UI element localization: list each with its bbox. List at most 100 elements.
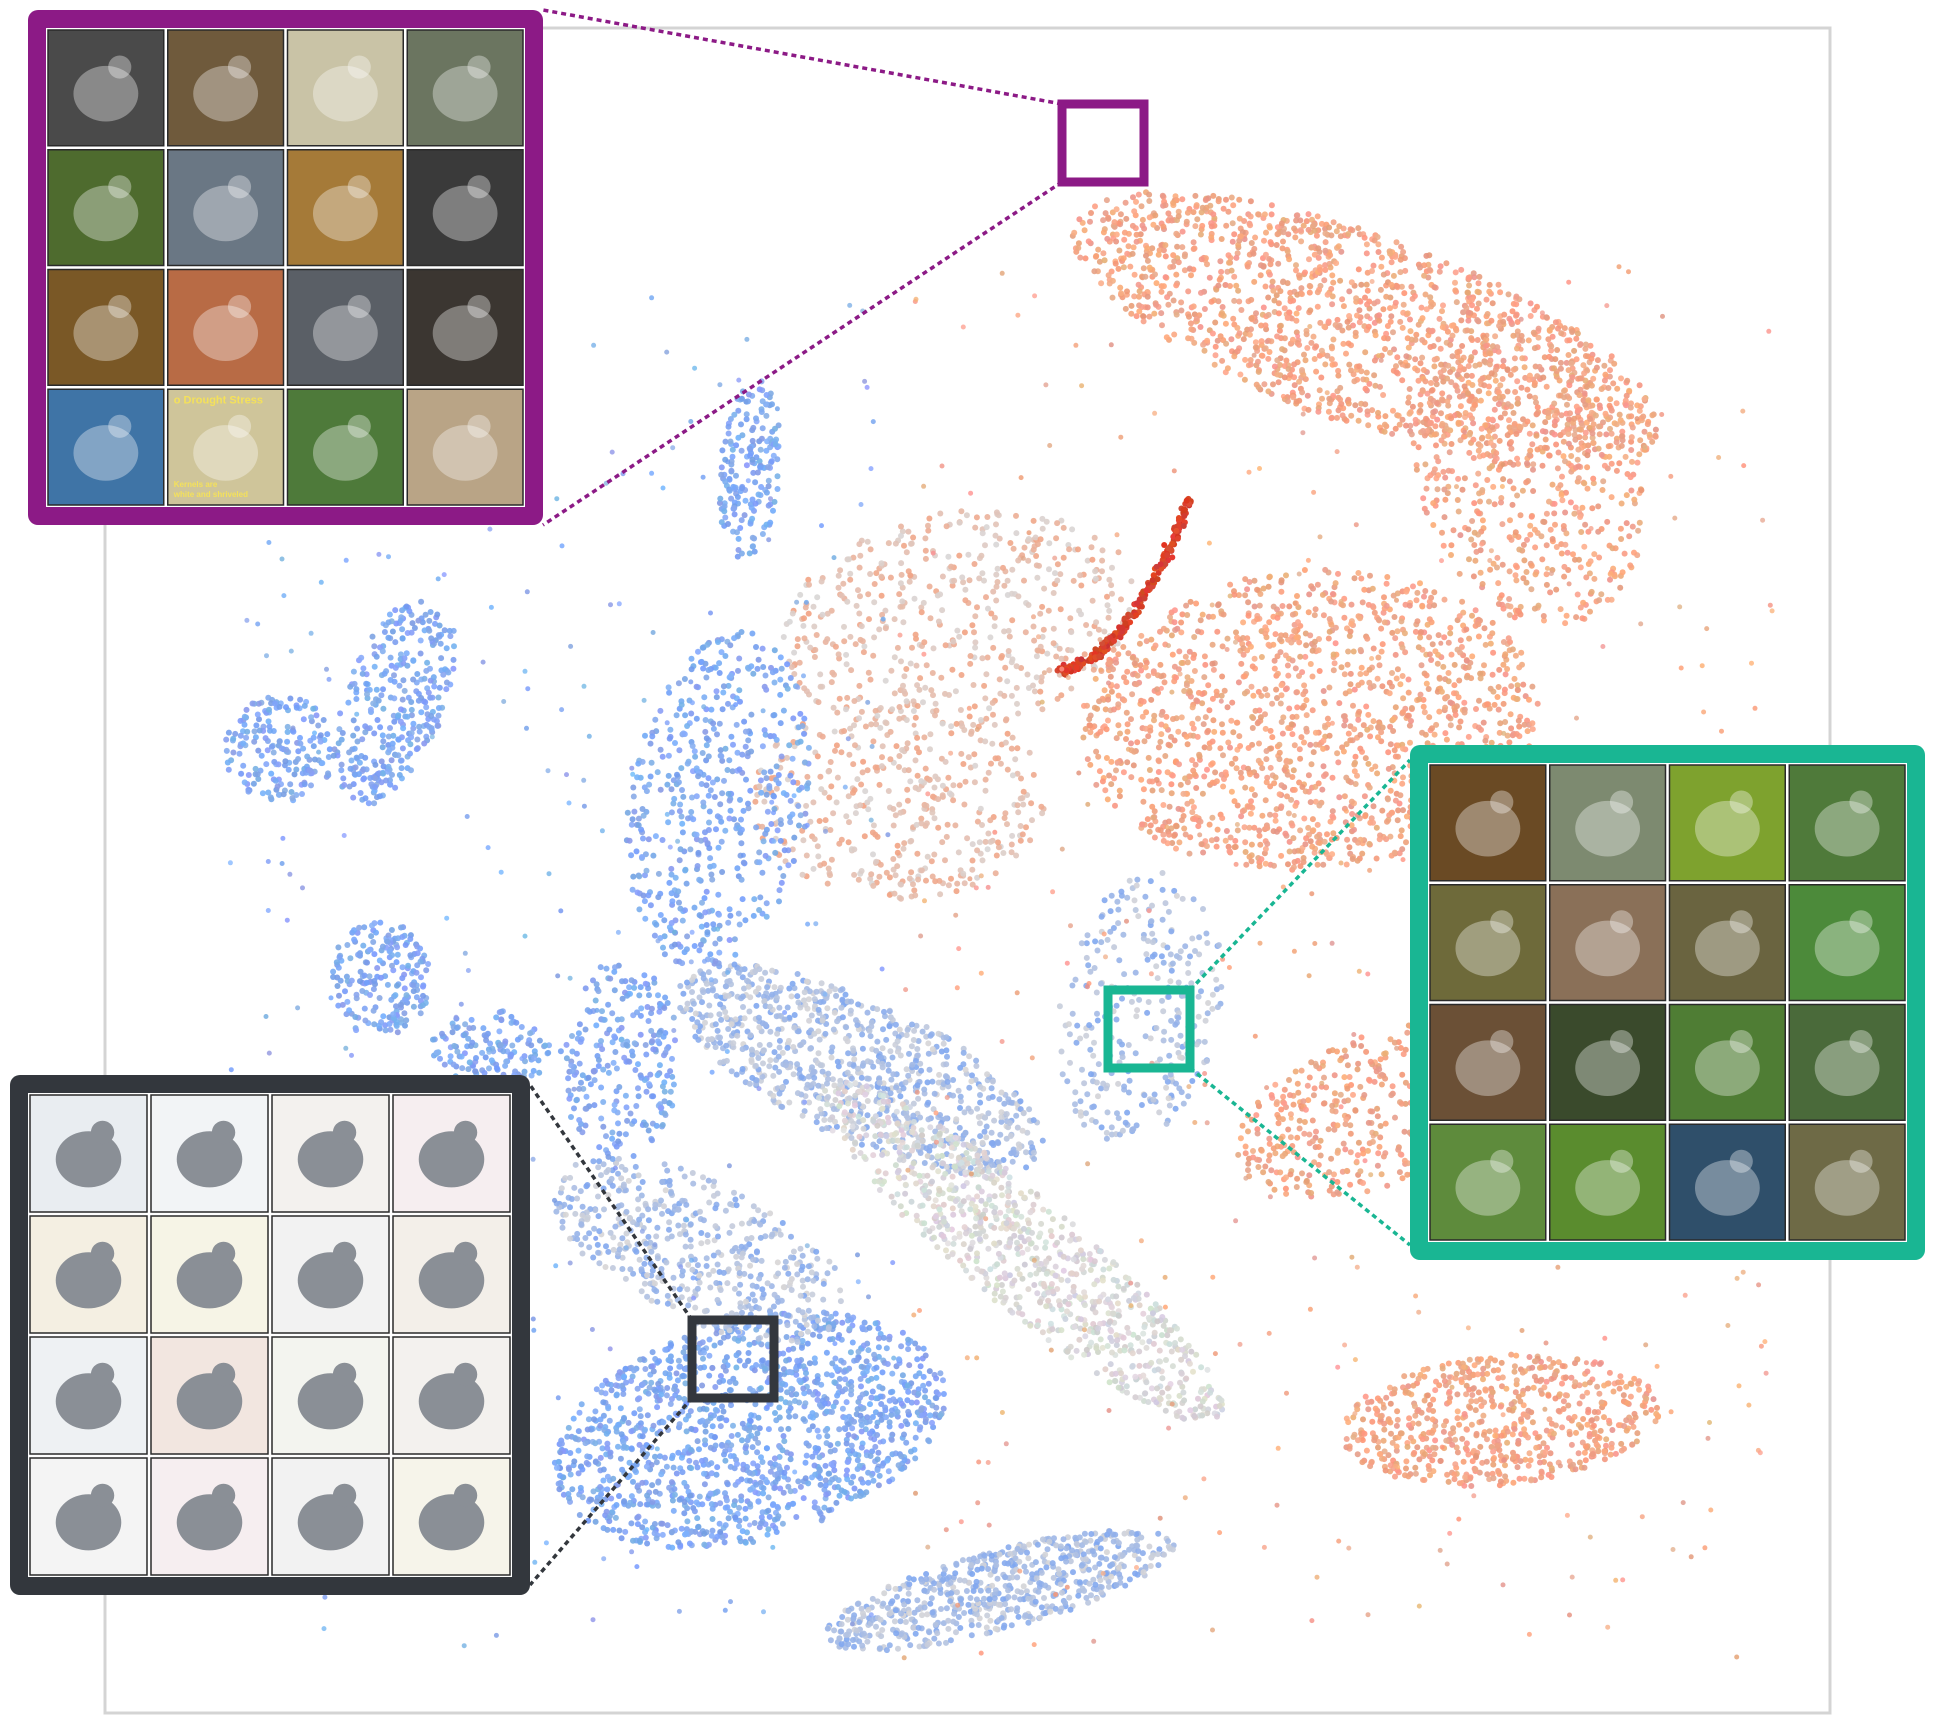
scatter-point — [1431, 363, 1438, 370]
scatter-point — [1468, 1398, 1475, 1405]
scatter-point — [1393, 675, 1400, 682]
scatter-point — [1357, 745, 1364, 752]
scatter-point — [989, 699, 996, 706]
scatter-point — [1348, 367, 1354, 374]
scatter-point — [1267, 811, 1273, 818]
scatter-point — [1439, 529, 1445, 536]
scatter-point — [1501, 686, 1508, 693]
scatter-point — [1378, 625, 1385, 632]
scatter-point — [1611, 360, 1618, 367]
scatter-point — [1176, 761, 1182, 768]
scatter-point — [1475, 447, 1482, 454]
scatter-point — [1517, 424, 1524, 430]
scatter-point — [1474, 317, 1481, 323]
scatter-point — [1325, 318, 1332, 325]
scatter-point — [1457, 637, 1464, 644]
scatter-point — [1350, 648, 1357, 655]
scatter-point — [1524, 418, 1531, 425]
scatter-point — [1466, 397, 1473, 404]
scatter-point — [1102, 787, 1109, 794]
scatter-point — [1239, 1122, 1246, 1129]
scatter-point — [1352, 329, 1359, 336]
scatter-point — [1582, 341, 1589, 348]
scatter-point — [1414, 589, 1421, 596]
scatter-point — [1433, 381, 1440, 388]
scatter-point — [1381, 619, 1388, 626]
scatter-point — [1435, 632, 1442, 639]
scatter-point — [1345, 340, 1352, 347]
scatter-point — [1319, 591, 1326, 598]
scatter-point — [1222, 837, 1229, 844]
scatter-point — [1536, 363, 1543, 370]
scatter-point — [1471, 542, 1478, 548]
scatter-point — [1466, 556, 1472, 563]
scatter-point — [1309, 1138, 1316, 1145]
scatter-point — [1352, 1107, 1359, 1114]
scatter-point — [1486, 465, 1493, 472]
scatter-point — [1298, 1067, 1305, 1074]
scatter-point — [994, 579, 1001, 585]
scatter-point — [1486, 1428, 1493, 1435]
scatter-point — [1110, 666, 1116, 673]
scatter-point — [1347, 681, 1354, 688]
scatter-point — [1445, 467, 1452, 474]
scatter-point — [958, 508, 965, 515]
scatter-point — [1292, 665, 1299, 672]
scatter-point — [1328, 285, 1335, 292]
scatter-point — [1366, 784, 1373, 791]
scatter-point — [1307, 632, 1314, 639]
scatter-point — [1507, 711, 1514, 718]
scatter-point — [1469, 612, 1475, 619]
scatter-point — [1021, 577, 1027, 584]
scatter-point — [1427, 294, 1434, 301]
scatter-point — [1408, 283, 1415, 290]
scatter-point — [814, 594, 821, 601]
scatter-point — [1054, 520, 1061, 527]
scatter-point — [1355, 716, 1362, 723]
scatter-point — [1106, 607, 1113, 614]
scatter-point — [1210, 717, 1217, 724]
scatter-point — [1342, 690, 1349, 697]
scatter-point — [1453, 1370, 1460, 1377]
scatter-point — [1178, 714, 1185, 721]
scatter-point — [1225, 739, 1232, 746]
scatter-point — [1374, 298, 1381, 305]
scatter-point — [1390, 728, 1397, 734]
scatter-point — [963, 512, 970, 519]
scatter-point — [1115, 722, 1122, 729]
scatter-point — [1554, 465, 1561, 472]
scatter-point — [1490, 1461, 1497, 1468]
scatter-point — [1081, 651, 1088, 658]
scatter-point — [1489, 630, 1496, 637]
scatter-point — [1098, 280, 1105, 287]
scatter-point — [1357, 1083, 1364, 1090]
scatter-point — [1081, 702, 1087, 709]
scatter-point — [1039, 525, 1046, 532]
scatter-point — [1107, 673, 1114, 680]
scatter-point — [1473, 706, 1479, 712]
scatter-point — [1037, 610, 1044, 617]
scatter-point — [1407, 328, 1414, 335]
scatter-point — [1137, 662, 1144, 669]
scatter-point — [1480, 1365, 1487, 1372]
scatter-point — [1369, 1108, 1376, 1115]
scatter-point — [1456, 724, 1463, 731]
scatter-point — [1314, 821, 1321, 828]
scatter-point — [1285, 1126, 1292, 1133]
scatter-point — [1305, 211, 1312, 218]
scatter-point — [1498, 1432, 1505, 1439]
scatter-point — [1589, 430, 1596, 437]
scatter-point — [1191, 634, 1198, 640]
scatter-point — [1461, 699, 1468, 706]
scatter-point — [1370, 645, 1377, 652]
scatter-point — [1531, 345, 1538, 352]
scatter-point — [1442, 474, 1449, 481]
scatter-point — [900, 682, 906, 689]
scatter-point — [1242, 356, 1249, 363]
scatter-point — [1483, 296, 1490, 303]
scatter-point — [1108, 688, 1115, 695]
scatter-point — [1466, 431, 1473, 438]
scatter-point — [1478, 435, 1485, 442]
scatter-point — [1269, 1094, 1276, 1101]
scatter-point — [1013, 530, 1020, 537]
